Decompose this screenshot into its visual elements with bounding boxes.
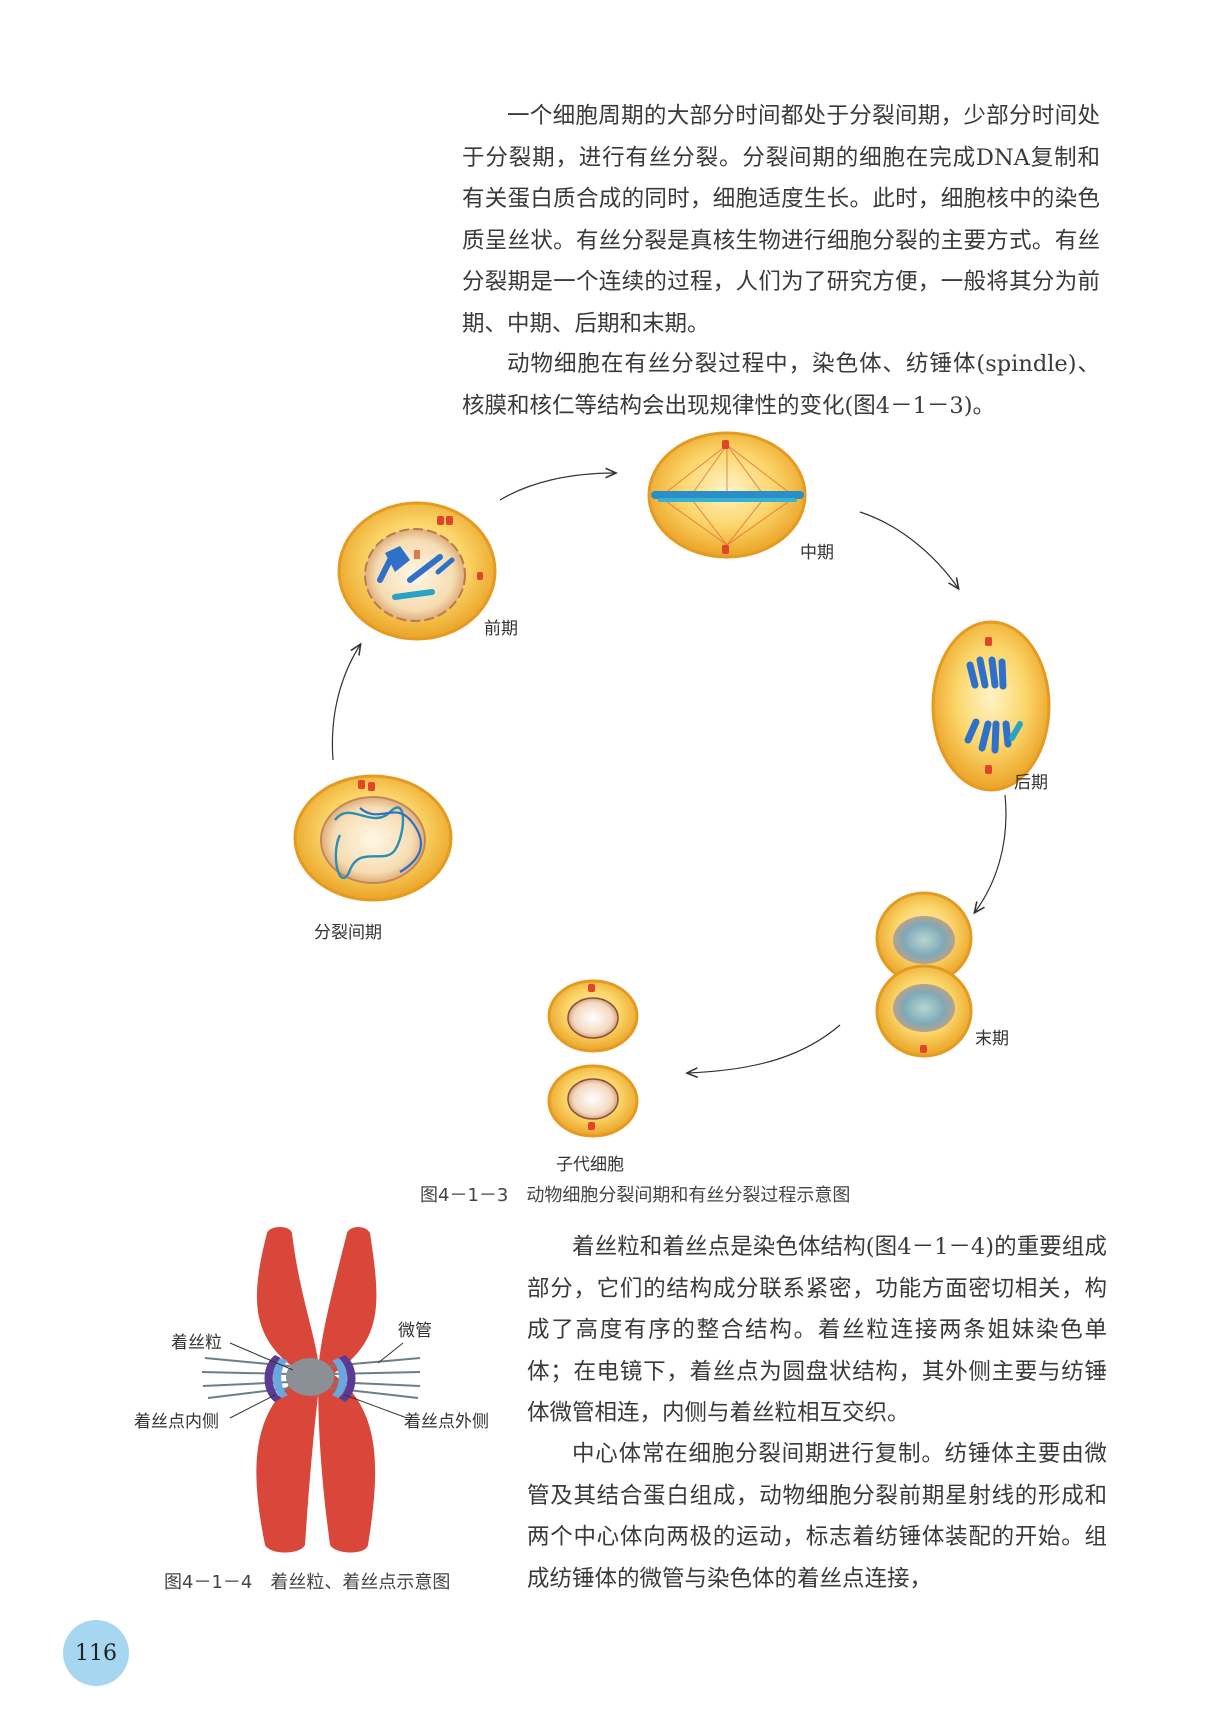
anaphase-cell <box>931 620 1051 792</box>
arrow-anaphase-to-telophase <box>975 794 1007 912</box>
label-kinetochore-inner: 着丝点内侧 <box>134 1412 219 1432</box>
paragraph-2: 动物细胞在有丝分裂过程中，染色体、纺锤体(spindle)、核膜和核仁等结构会出… <box>462 351 1100 419</box>
figure-4-1-3-number: 图4－1－3 <box>420 1185 509 1206</box>
telophase-cell <box>875 891 973 1058</box>
label-daughter-cells: 子代细胞 <box>556 1155 624 1175</box>
page-number-badge: 116 <box>63 1620 129 1686</box>
paragraph-3: 着丝粒和着丝点是染色体结构(图4－1－4)的重要组成部分，它们的结构成分联系紧密… <box>527 1234 1107 1426</box>
paragraph-4: 中心体常在细胞分裂间期进行复制。纺锤体主要由微管及其结合蛋白组成，动物细胞分裂前… <box>527 1441 1107 1592</box>
interphase-cell <box>293 774 453 902</box>
prophase-cell <box>337 501 497 641</box>
chromosome-diagram <box>201 1227 421 1553</box>
figure-4-1-4-caption: 图4－1－4 着丝粒、着丝点示意图 <box>164 1568 450 1594</box>
figure-4-1-4-title: 着丝粒、着丝点示意图 <box>270 1572 451 1593</box>
figure-4-1-4-number: 图4－1－4 <box>164 1572 253 1593</box>
daughter-cells <box>547 979 639 1138</box>
label-kinetochore-outer: 着丝点外侧 <box>404 1412 489 1432</box>
metaphase-cell <box>647 431 807 559</box>
paragraph-1: 一个细胞周期的大部分时间都处于分裂间期，少部分时间处于分裂期，进行有丝分裂。分裂… <box>462 103 1100 337</box>
label-interphase: 分裂间期 <box>314 923 382 943</box>
arrow-telophase-to-daughter <box>688 1024 841 1073</box>
arrow-interphase-to-prophase <box>331 645 360 761</box>
label-anaphase: 后期 <box>1014 773 1048 793</box>
label-metaphase: 中期 <box>800 543 834 563</box>
arrow-metaphase-to-anaphase <box>859 511 958 588</box>
label-prophase: 前期 <box>484 619 518 639</box>
label-centromere: 着丝粒 <box>171 1333 222 1353</box>
arrow-prophase-to-metaphase <box>499 473 615 501</box>
page-number: 116 <box>75 1640 117 1666</box>
figure-4-1-3-title: 动物细胞分裂间期和有丝分裂过程示意图 <box>526 1185 851 1206</box>
figure-4-1-3-caption: 图4－1－3 动物细胞分裂间期和有丝分裂过程示意图 <box>420 1181 850 1207</box>
label-telophase: 末期 <box>975 1029 1009 1049</box>
label-microtubule: 微管 <box>398 1321 432 1341</box>
